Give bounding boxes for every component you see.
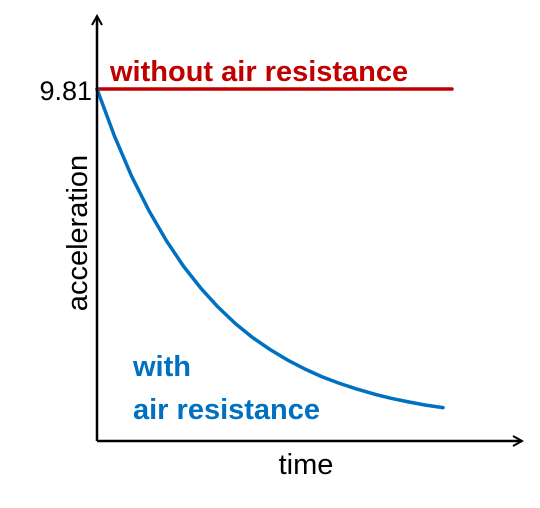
y-axis-label: acceleration [62,155,94,311]
series-layer [95,87,454,410]
series-label-with-air-resistance-line1: with [132,351,191,383]
series-line-with-air-resistance [95,87,445,410]
x-axis-label: time [279,449,334,481]
y-tick-label: 9.81 [39,76,92,106]
series-label-with-air-resistance-line2: air resistance [133,394,320,426]
series-label-without-air-resistance: without air resistance [109,56,408,88]
